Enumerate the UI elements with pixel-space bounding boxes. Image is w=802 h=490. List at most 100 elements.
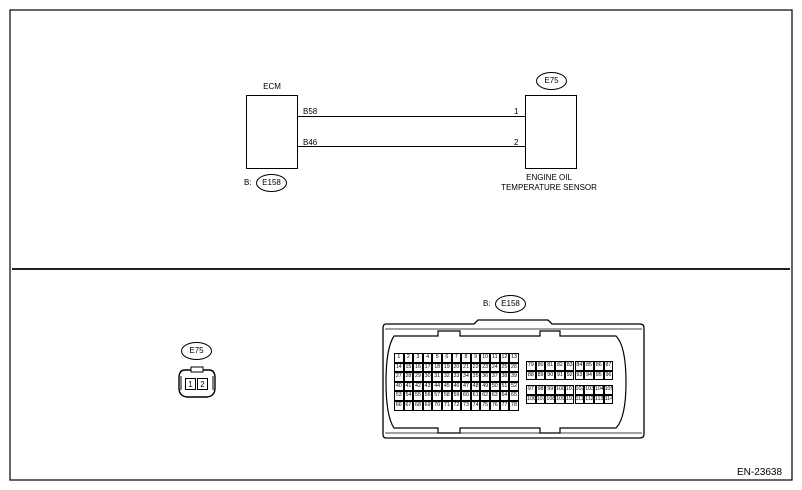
ecm-label: ECM: [263, 82, 281, 91]
e158-pin: 45: [442, 381, 452, 392]
sensor-terminal-1: 1: [514, 107, 519, 116]
e158-pin: 53: [394, 391, 404, 401]
e158-pin: 1: [394, 353, 404, 363]
e158-pin: 41: [403, 381, 414, 392]
e158-pin: 110: [564, 394, 575, 405]
e158-pin: 114: [603, 394, 614, 405]
sensor-label-line2: TEMPERATURE SENSOR: [501, 183, 597, 192]
e158-pin: 93: [574, 370, 585, 381]
sensor-connector-id: E75: [536, 72, 567, 90]
e158-pin: 64: [499, 391, 510, 401]
e158-pin: 99: [545, 385, 556, 395]
e158-pin: 22: [470, 362, 481, 373]
e158-pin: 85: [584, 361, 594, 371]
ecm-terminal-b46: B46: [303, 138, 318, 147]
e158-pin: 100: [555, 385, 565, 395]
e158-pin: 47: [461, 381, 471, 392]
e158-pin: 63: [490, 391, 500, 401]
wire-b46: [298, 146, 526, 147]
e158-pin: 31: [432, 372, 442, 382]
e158-connector-id: E158: [495, 295, 526, 313]
e158-pin: 15: [403, 362, 414, 373]
e158-pin: 2: [403, 353, 414, 363]
e158-pin: 38: [499, 372, 510, 382]
e158-pin: 59: [451, 391, 462, 401]
sensor-box: [525, 95, 577, 169]
e158-pin: 8: [461, 353, 471, 363]
e158-pin: 98: [535, 385, 546, 395]
e158-pin: 40: [394, 381, 404, 392]
e158-pin: 7: [451, 353, 462, 363]
e158-pin: 76: [490, 401, 500, 411]
e158-pin: 79: [526, 361, 536, 371]
e158-pin: 36: [480, 372, 490, 382]
e158-pin: 6: [442, 353, 452, 363]
e75-pin-1: 1: [185, 378, 196, 390]
e158-pin: 86: [593, 361, 604, 371]
e158-pin: 37: [490, 372, 500, 382]
outer-frame: [9, 9, 793, 481]
e158-pin: 92: [564, 370, 575, 381]
e75-connector-id-text: E75: [189, 346, 204, 355]
e158-pin: 13: [509, 353, 519, 363]
e75-connector-id: E75: [181, 342, 212, 360]
e158-pin: 32: [442, 372, 452, 382]
e158-pin: 91: [555, 370, 565, 381]
e158-pin: 11: [490, 353, 500, 363]
e158-pin: 83: [564, 361, 575, 371]
e158-pin: 84: [574, 361, 585, 371]
e158-pin: 29: [413, 372, 423, 382]
e158-connector-prefix: B:: [483, 299, 491, 308]
e158-pin: 60: [461, 391, 471, 401]
e158-pin: 49: [480, 381, 490, 392]
e158-pin: 33: [451, 372, 462, 382]
e158-pin: 90: [545, 370, 556, 381]
e158-pin: 75: [480, 401, 490, 411]
e158-pin: 108: [545, 394, 556, 405]
e158-pin: 55: [413, 391, 423, 401]
e158-pin: 70: [432, 401, 442, 411]
e158-pin: 88: [526, 370, 536, 381]
e158-pin: 24: [490, 362, 500, 373]
e158-pin: 74: [470, 401, 481, 411]
e158-pin: 26: [509, 362, 519, 373]
e158-pin: 71: [442, 401, 452, 411]
e158-pin: 44: [432, 381, 442, 392]
e158-pin: 27: [394, 372, 404, 382]
e158-pin: 20: [451, 362, 462, 373]
sensor-connector-id-text: E75: [544, 76, 559, 85]
ecm-connector-id-text: E158: [262, 178, 281, 187]
e158-pin: 111: [574, 394, 585, 405]
e158-pin: 10: [480, 353, 490, 363]
e158-pin: 56: [422, 391, 433, 401]
e158-pin: 14: [394, 362, 404, 373]
e158-pin: 87: [603, 361, 614, 371]
e158-pin: 80: [535, 361, 546, 371]
e158-pin: 25: [499, 362, 510, 373]
e158-pin: 109: [555, 394, 565, 405]
e75-pin-2: 2: [197, 378, 208, 390]
e158-pin: 95: [593, 370, 604, 381]
wire-b58: [298, 116, 526, 117]
e158-pin: 3: [413, 353, 423, 363]
e158-pin: 66: [394, 401, 404, 411]
e158-pin: 69: [422, 401, 433, 411]
e158-pin: 89: [535, 370, 546, 381]
e158-pin: 35: [470, 372, 481, 382]
e158-pin: 34: [461, 372, 471, 382]
e158-pin: 96: [603, 370, 614, 381]
e158-pin: 106: [526, 394, 536, 405]
e158-pin: 97: [526, 385, 536, 395]
e158-pin: 5: [432, 353, 442, 363]
e158-connector-id-text: E158: [501, 299, 520, 308]
ecm-connector-id: E158: [256, 174, 287, 192]
e158-pin: 39: [509, 372, 519, 382]
ecm-connector-prefix: B:: [244, 178, 252, 187]
ecm-box: [246, 95, 298, 169]
e158-pin: 4: [422, 353, 433, 363]
e158-pin: 104: [593, 385, 604, 395]
e158-pin: 19: [442, 362, 452, 373]
e158-pin: 101: [564, 385, 575, 395]
